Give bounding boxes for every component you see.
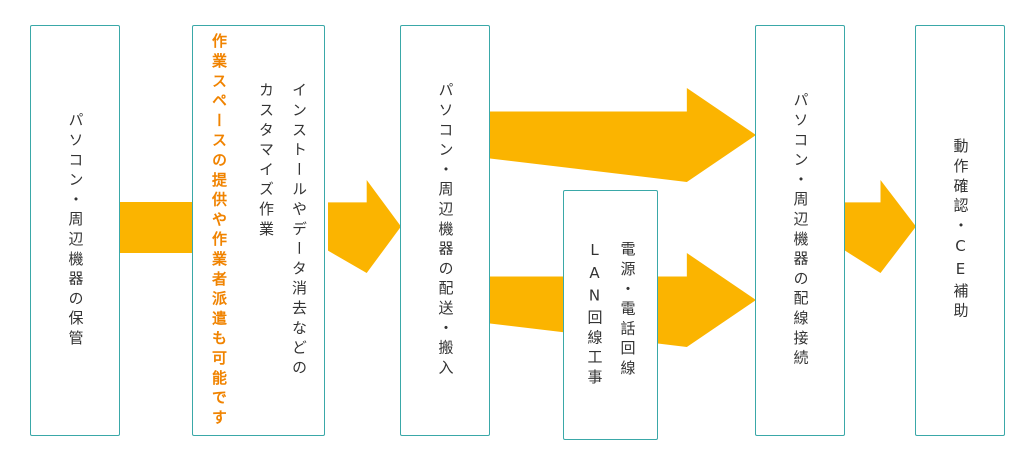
box-delivery: パソコン・周辺機器の配送・搬入 bbox=[400, 25, 490, 436]
box-connection: パソコン・周辺機器の配線接続 bbox=[755, 25, 845, 436]
box-customize-main-label: インストールやデータ消去などの カスタマイズ作業 bbox=[257, 82, 308, 379]
box-final-check: 動作確認・CE補助 bbox=[915, 25, 1005, 436]
box-connection-label: パソコン・周辺機器の配線接続 bbox=[791, 91, 810, 370]
right-arrow-upper bbox=[490, 88, 756, 182]
box-final-check-label: 動作確認・CE補助 bbox=[951, 138, 970, 323]
box-customize-note: 作業スペースの提供や作業者派遣も可能です bbox=[210, 32, 228, 429]
right-arrow-2 bbox=[845, 180, 916, 273]
right-arrow-1 bbox=[328, 180, 401, 273]
flow-connector-arrow-1 bbox=[118, 202, 194, 253]
box-customize: 作業スペースの提供や作業者派遣も可能です インストールやデータ消去などの カスタ… bbox=[192, 25, 325, 436]
box-storage-label: パソコン・周辺機器の保管 bbox=[66, 111, 85, 350]
box-delivery-label: パソコン・周辺機器の配送・搬入 bbox=[436, 82, 455, 379]
box-line-work-label: 電源・電話回線 LAN回線工事 bbox=[585, 241, 637, 389]
box-line-work: 電源・電話回線 LAN回線工事 bbox=[563, 190, 658, 440]
box-storage: パソコン・周辺機器の保管 bbox=[30, 25, 120, 436]
